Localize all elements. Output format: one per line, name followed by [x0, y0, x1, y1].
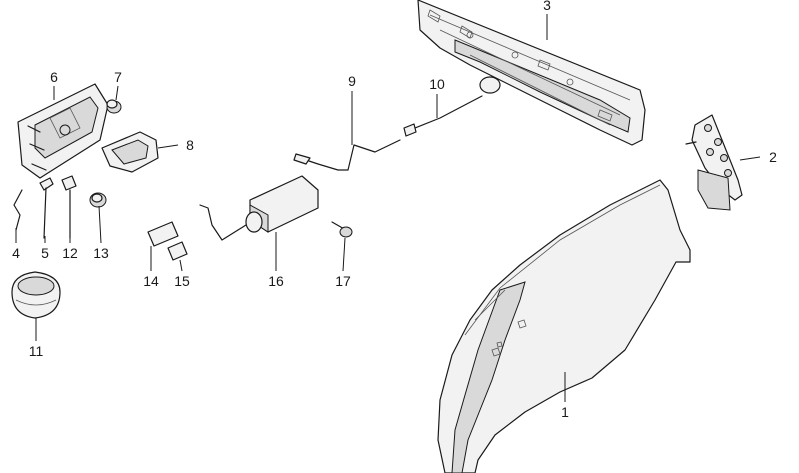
leader-line-8 — [157, 144, 179, 149]
callout-10: 10 — [429, 76, 445, 92]
part-2-bracket — [685, 114, 743, 211]
part-15-small-connector — [167, 241, 188, 261]
part-8-clip — [101, 131, 159, 173]
callout-2: 2 — [769, 149, 777, 165]
part-12-stud — [61, 175, 77, 239]
callout-8: 8 — [186, 137, 194, 153]
part-9-cable-rod — [293, 139, 401, 171]
callout-3: 3 — [543, 0, 551, 13]
callout-5: 5 — [41, 245, 49, 261]
callout-11: 11 — [29, 343, 44, 359]
leader-line-15 — [179, 259, 183, 272]
leader-line-13 — [98, 205, 102, 244]
callout-4: 4 — [12, 245, 20, 261]
part-14-connector — [147, 221, 179, 247]
leader-line-7 — [115, 85, 119, 101]
callout-labels: 1 2 3 4 5 6 7 8 9 10 11 12 13 14 15 16 1… — [12, 0, 777, 420]
part-3-rear-panel — [417, 0, 646, 146]
callout-13: 13 — [93, 245, 109, 261]
callout-7: 7 — [114, 69, 122, 85]
callout-12: 12 — [62, 245, 78, 261]
part-17-bolt — [331, 221, 353, 238]
part-13-nut — [89, 192, 107, 208]
part-4-wire-spring — [13, 189, 23, 231]
leader-lines — [15, 14, 761, 402]
leader-line-2 — [739, 156, 761, 161]
leader-line-17 — [342, 237, 346, 272]
part-11-cap — [11, 271, 61, 319]
part-1-side-panel — [437, 179, 691, 473]
callout-16: 16 — [268, 273, 284, 289]
part-5-screw — [39, 177, 54, 239]
callout-9: 9 — [348, 73, 356, 89]
part-10-cable-knob — [403, 76, 501, 137]
callout-15: 15 — [174, 273, 190, 289]
callout-1: 1 — [561, 404, 569, 420]
part-6-filler-housing — [17, 83, 109, 179]
part-7-grommet — [106, 99, 122, 114]
callout-14: 14 — [143, 273, 159, 289]
callout-17: 17 — [335, 273, 351, 289]
callout-6: 6 — [50, 69, 58, 85]
part-16-actuator — [199, 175, 319, 241]
